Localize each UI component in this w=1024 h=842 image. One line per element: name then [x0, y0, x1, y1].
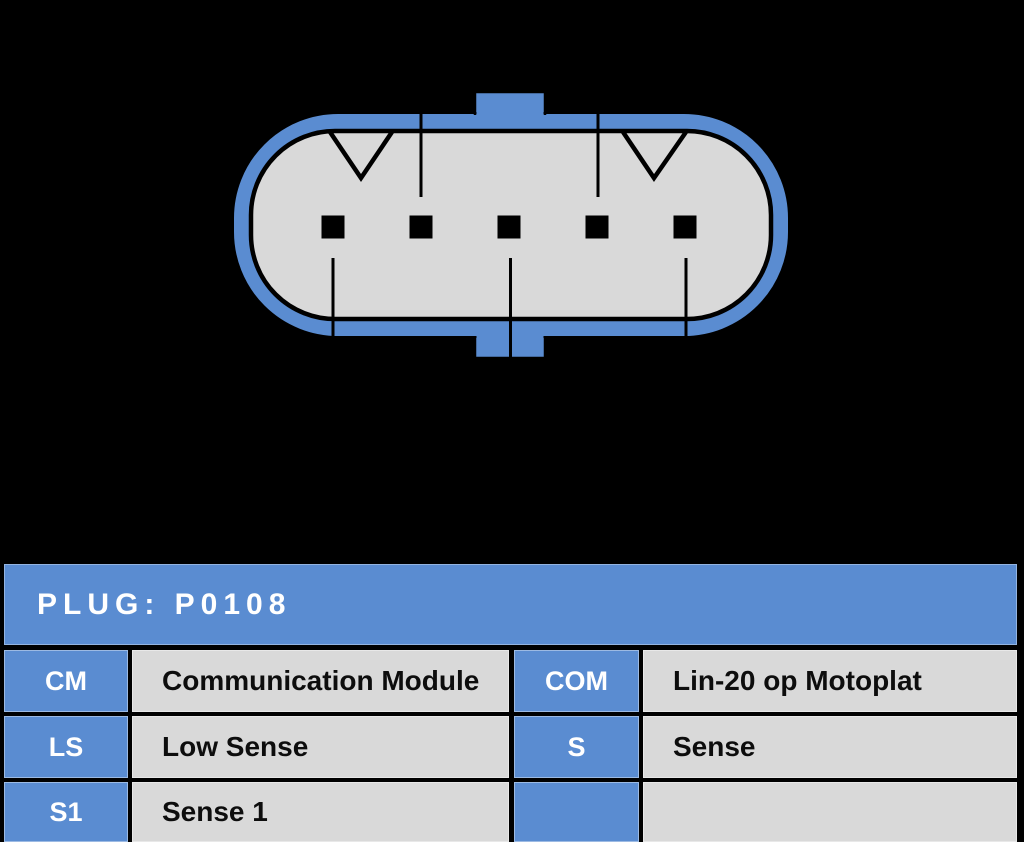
- pin-code-cell: [514, 782, 639, 842]
- top-tab-outline: [473, 90, 547, 115]
- pin-code-cell: S: [514, 716, 639, 778]
- pin-code-cell: LS: [4, 716, 128, 778]
- pin-2: [409, 215, 433, 239]
- pin-desc-cell: Communication Module: [132, 650, 509, 712]
- plug-title: PLUG: P0108: [37, 587, 292, 621]
- connector-diagram: [232, 90, 790, 360]
- pin-desc-cell: Sense: [643, 716, 1017, 778]
- pin-5: [673, 215, 697, 239]
- pin-desc-cell: [643, 782, 1017, 842]
- pin-code-cell: S1: [4, 782, 128, 842]
- pin-code-cell: COM: [514, 650, 639, 712]
- table-row: CM Communication Module COM Lin-20 op Mo…: [4, 650, 1017, 712]
- plug-table: PLUG: P0108 CM Communication Module COM …: [4, 564, 1017, 842]
- pin-code-cell: CM: [4, 650, 128, 712]
- top-tab-join: [476, 100, 544, 116]
- pin-4: [585, 215, 609, 239]
- pin-3: [497, 215, 521, 239]
- pin-desc-cell: Lin-20 op Motoplat: [643, 650, 1017, 712]
- plug-table-header: PLUG: P0108: [4, 564, 1017, 645]
- keyway-notch-right-icon: [621, 130, 688, 182]
- pin-1: [321, 215, 345, 239]
- pin-desc-cell: Low Sense: [132, 716, 509, 778]
- pin-desc-cell: Sense 1: [132, 782, 509, 842]
- table-row: LS Low Sense S Sense: [4, 716, 1017, 778]
- table-row: S1 Sense 1: [4, 782, 1017, 842]
- keyway-notch-left-icon: [328, 130, 394, 183]
